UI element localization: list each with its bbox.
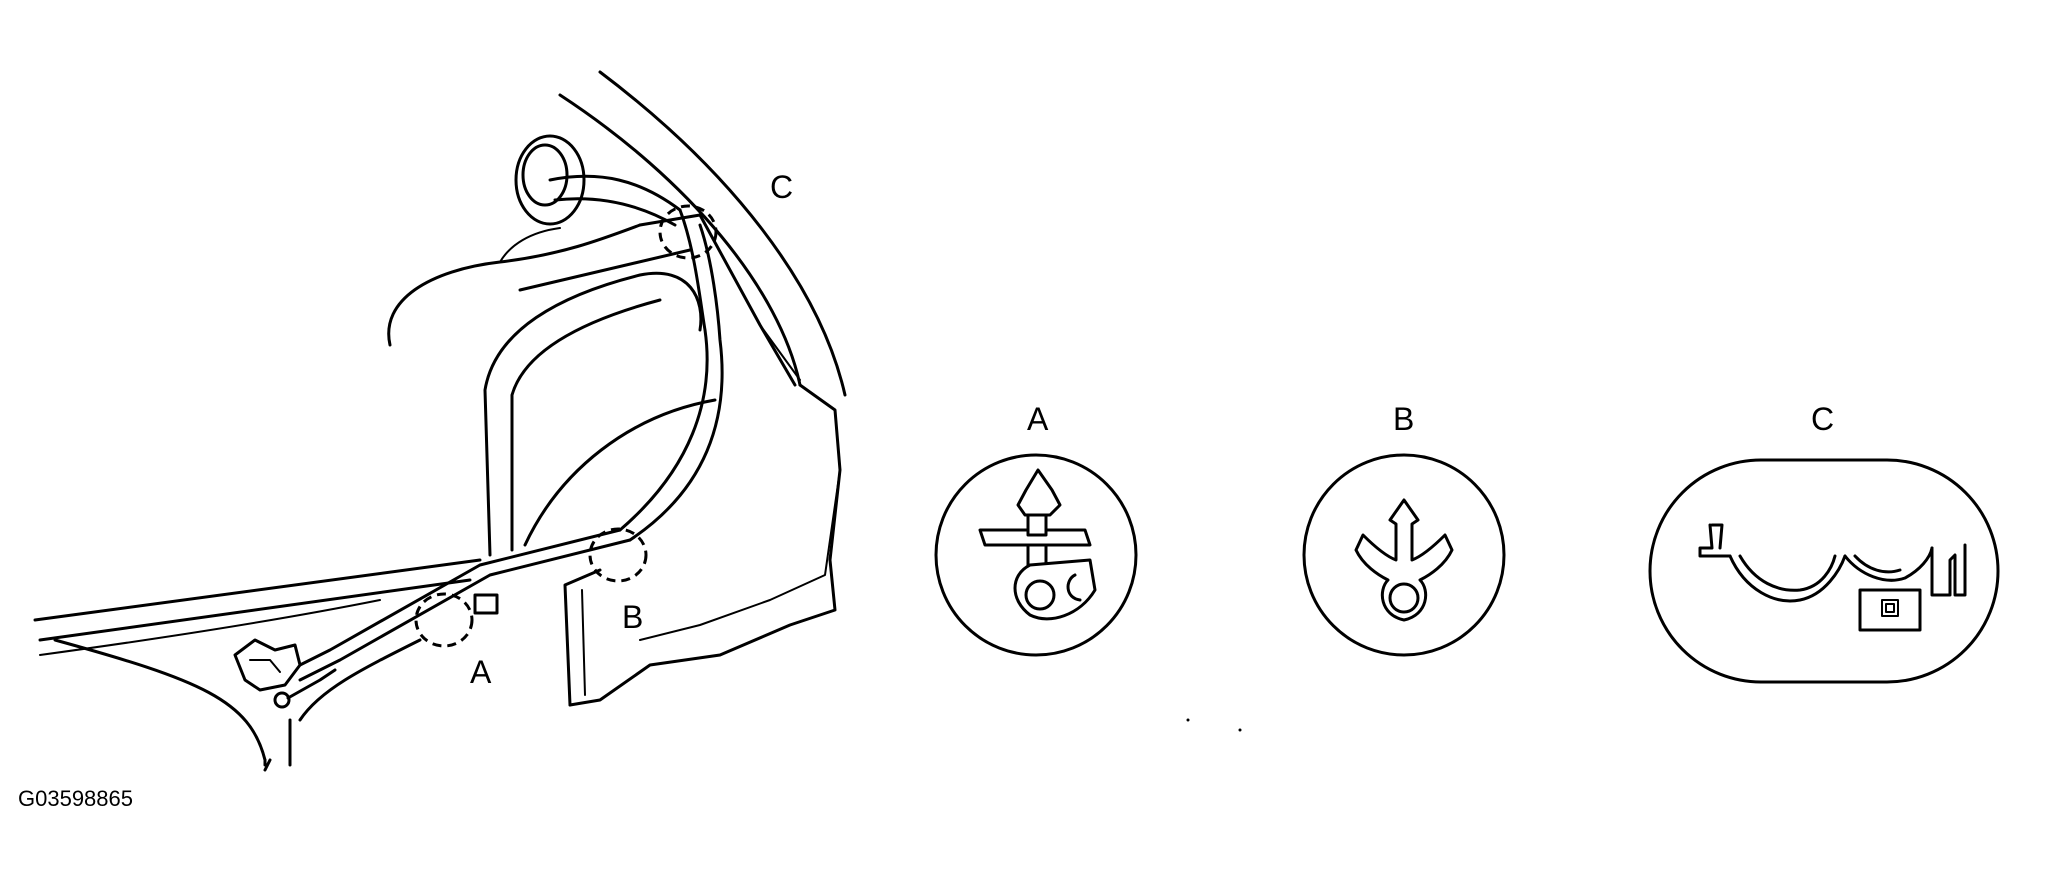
detail-label-a: A	[1027, 401, 1049, 437]
callout-label-c: C	[770, 169, 793, 205]
clip-a-icon	[978, 468, 1097, 621]
detail-c	[1648, 458, 2000, 684]
clip-c-icon	[1698, 523, 1967, 632]
hood-illustration	[33, 70, 847, 772]
callout-label-b: B	[622, 599, 643, 635]
detail-label-b: B	[1393, 401, 1414, 437]
clip-b-icon	[1354, 498, 1454, 622]
callout-label-a: A	[470, 654, 492, 690]
figure-id: G03598865	[18, 786, 133, 811]
detail-a	[934, 453, 1138, 657]
detail-label-c: C	[1811, 401, 1834, 437]
detail-b	[1302, 453, 1506, 657]
